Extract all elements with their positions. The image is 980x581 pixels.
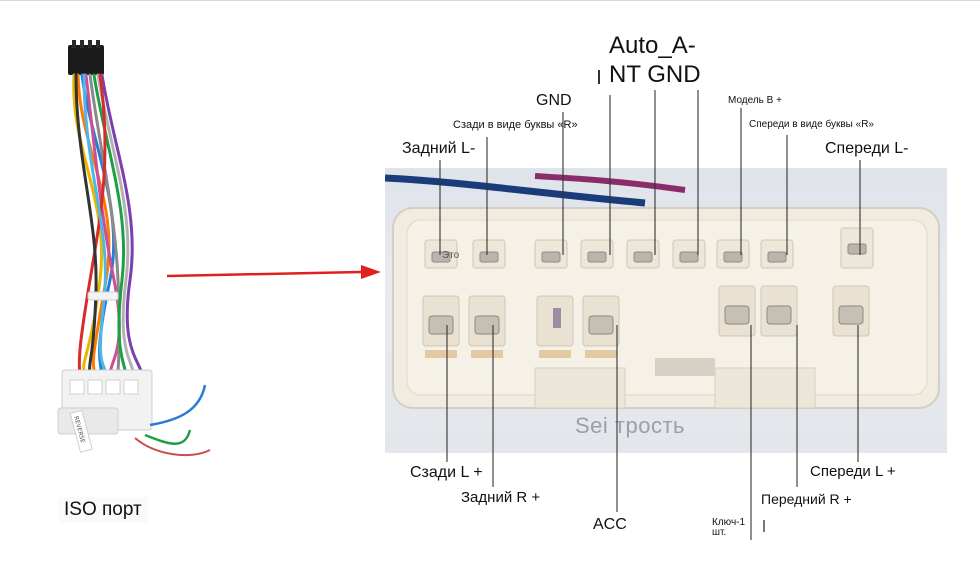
label-auto-ant-line1: Auto_A- [609,32,696,59]
label-model-b: Модель B + [728,95,782,106]
label-front-r-shape: Спереди в виде буквы «R» [749,119,874,130]
label-rear-r-plus: Задний R + [461,489,541,506]
pin-note-label: Это [442,250,460,261]
top-divider [0,0,980,1]
iso-port-caption: ISO порт [58,497,148,523]
label-key-line1: Ключ-1 [712,517,746,528]
label-rear-l-minus: Задний L- [402,140,476,157]
label-acc: ACC [593,516,627,533]
label-front-r-plus: Передний R + [761,491,852,507]
label-rear-l-plus: Сзади L + [410,464,483,481]
connector-image [385,173,940,409]
label-key-line2: шт. [712,527,727,538]
label-auto-ant-line2: NT GND [609,61,701,88]
label-gnd: GND [536,92,572,109]
iso-harness-image: REVERSE [57,40,211,457]
label-front-l-plus: Спереди L + [810,463,896,480]
watermark-text: Sei трость [575,413,685,438]
label-front-l-minus: Спереди L- [825,140,909,157]
red-arrow [166,265,381,279]
label-rear-r-shape: Сзади в виде буквы «R» [453,119,578,131]
label-key: Ключ-1 шт. [712,518,745,538]
